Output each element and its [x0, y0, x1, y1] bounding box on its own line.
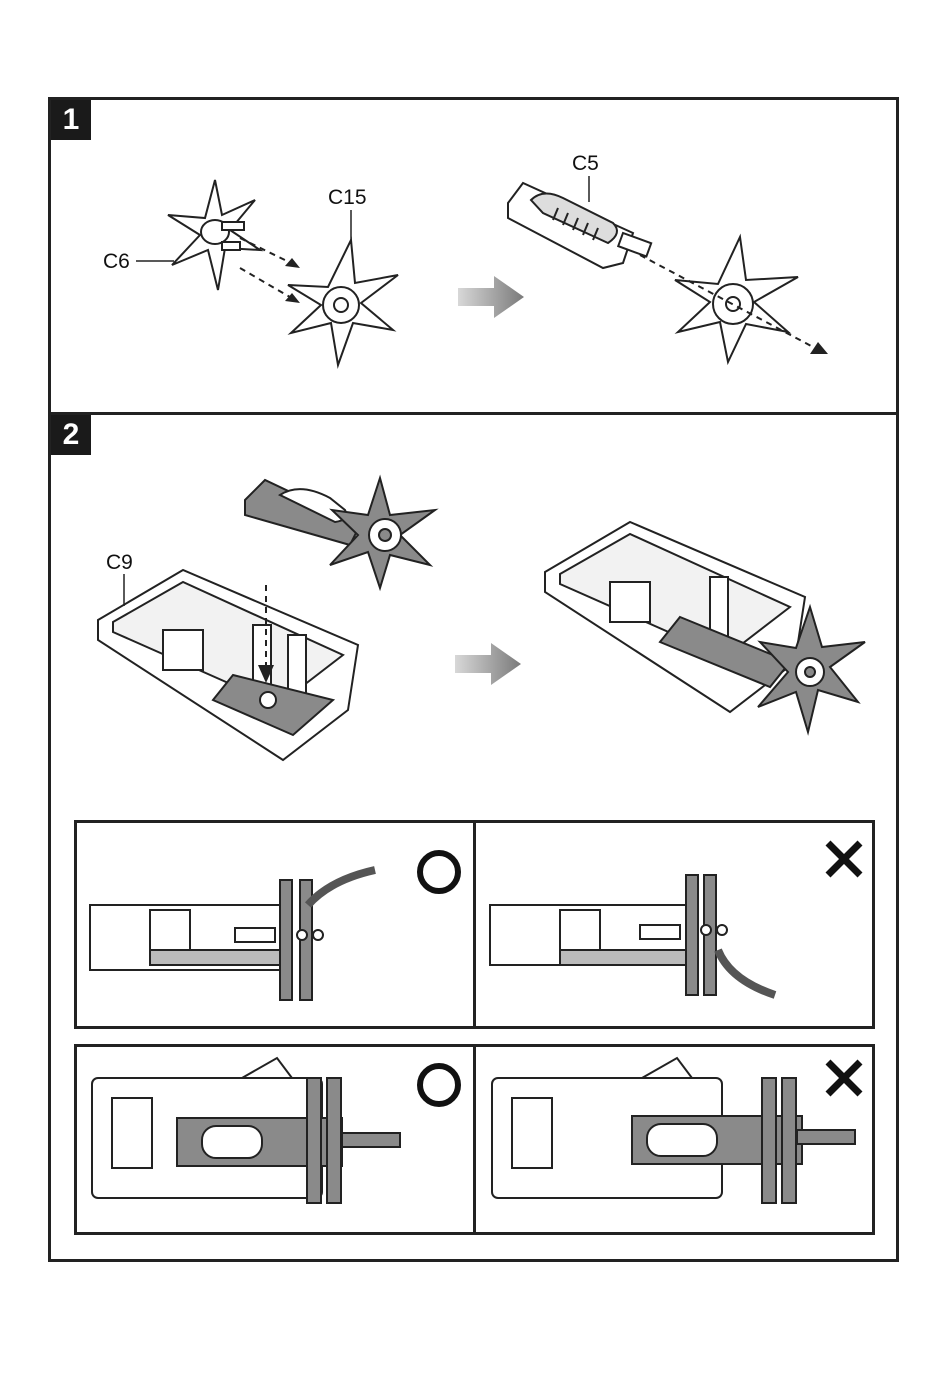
leader-line-c6 [136, 258, 176, 264]
correct-mark-icon [413, 846, 465, 898]
leader-line-c9 [121, 574, 127, 608]
callout-c5: C5 [572, 152, 599, 176]
star-hub-c15-illustration [283, 235, 403, 370]
leader-line-c5 [586, 176, 592, 204]
leader-line-c15 [348, 210, 354, 242]
correct-mark-icon-2 [413, 1059, 465, 1111]
top-view-incorrect-illustration [492, 1058, 857, 1223]
callout-c15: C15 [328, 186, 367, 210]
step-2-badge: 2 [51, 415, 91, 455]
pass-through-arrow-step1 [640, 250, 830, 360]
check-panel-divider-2 [473, 1047, 476, 1232]
step-1-badge: 1 [51, 100, 91, 140]
callout-c6: C6 [103, 250, 130, 274]
top-view-correct-illustration [92, 1058, 402, 1223]
housing-c9-illustration [93, 560, 363, 765]
callout-c9: C9 [106, 551, 133, 575]
assembled-housing-illustration [540, 512, 870, 737]
drop-in-arrow-step2 [255, 585, 277, 685]
side-view-correct-illustration [90, 850, 390, 1005]
step-progress-arrow-1 [458, 276, 524, 318]
step-progress-arrow-2 [455, 643, 521, 685]
check-panel-divider-1 [473, 823, 476, 1026]
side-view-incorrect-illustration [490, 870, 790, 1010]
incorrect-mark-icon [823, 838, 865, 880]
slider-c5-illustration [503, 178, 663, 273]
incorrect-mark-icon-2 [823, 1057, 865, 1099]
